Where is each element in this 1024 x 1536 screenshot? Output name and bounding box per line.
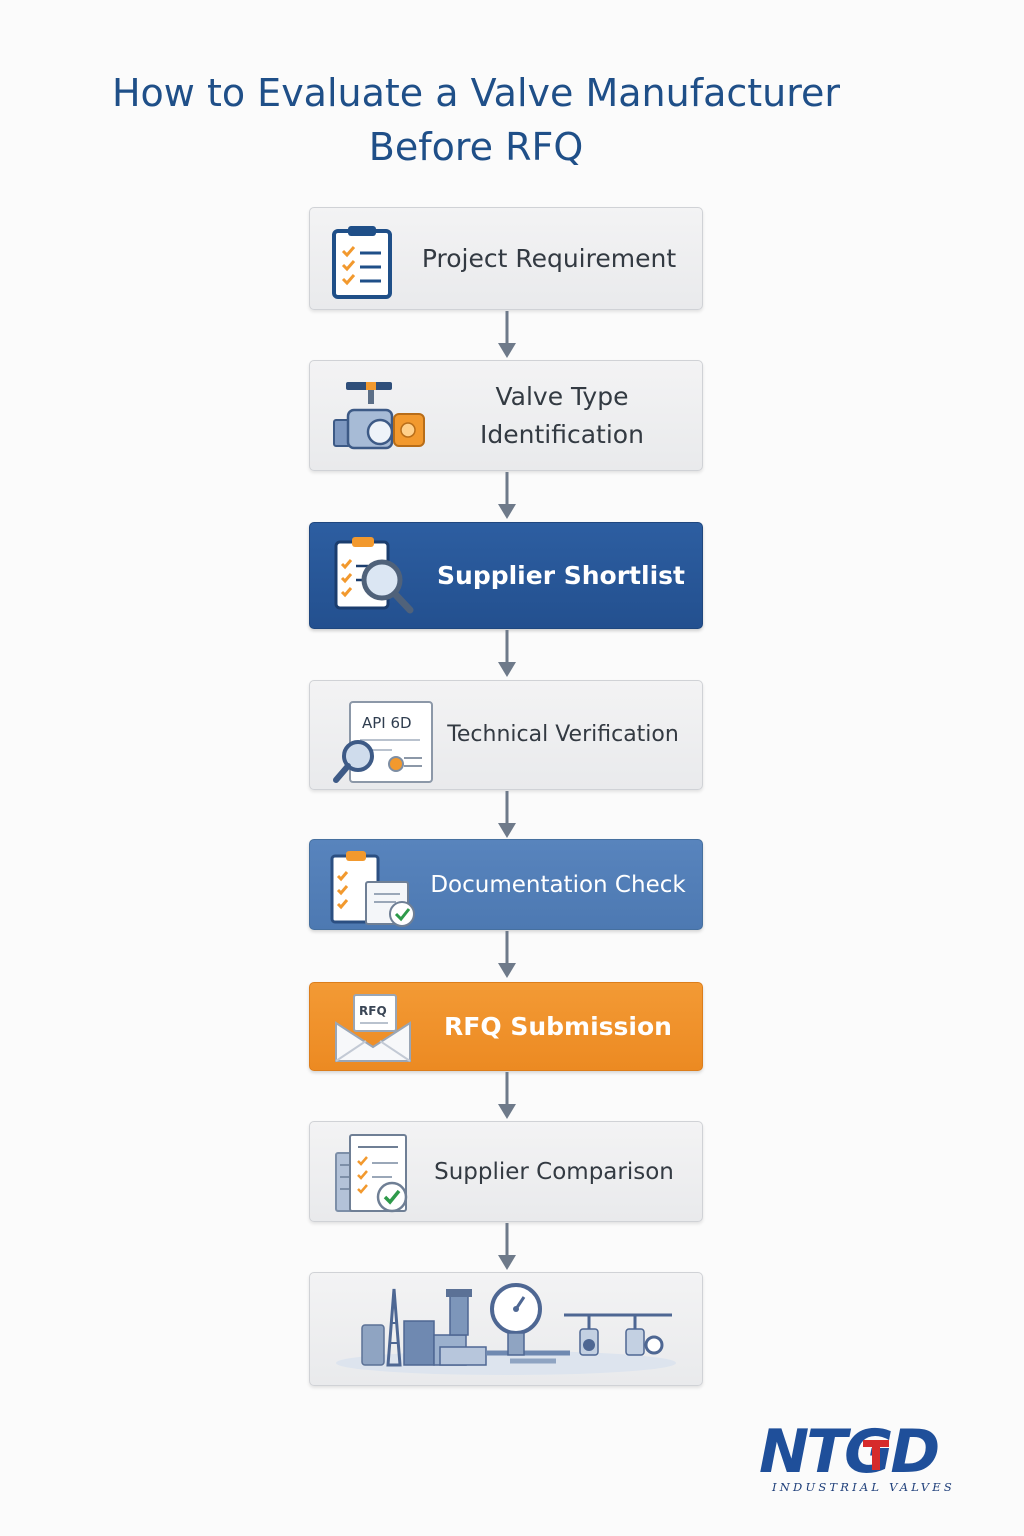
arrow-down-icon	[498, 311, 516, 358]
step-label-line-2: Identification	[480, 419, 644, 449]
step-label: Valve Type Identification	[436, 378, 702, 454]
step-label-line-1: Valve Type	[495, 381, 629, 411]
step-valve-type-identification: Valve Type Identification	[309, 360, 703, 471]
title-line-2: Before RFQ	[368, 125, 584, 169]
comparison-documents-check-icon	[335, 1133, 408, 1212]
rfq-label: RFQ	[359, 1004, 387, 1018]
step-label: Documentation Check	[430, 871, 686, 898]
api-document-magnifier-icon: API 6D	[333, 701, 433, 783]
title-line-1: How to Evaluate a Valve Manufacturer	[111, 71, 841, 115]
step-label: RFQ Submission	[444, 1011, 672, 1041]
clipboard-checklist-icon	[332, 225, 392, 299]
api-label: API 6D	[362, 714, 412, 732]
step-label: Technical Verification	[447, 722, 679, 747]
arrow-down-icon	[498, 1072, 516, 1119]
arrow-down-icon	[498, 791, 516, 838]
arrow-down-icon	[498, 472, 516, 519]
arrow-down-icon	[498, 630, 516, 677]
step-label: Project Requirement	[421, 243, 677, 273]
logo-mark-text: NTGD	[759, 1418, 938, 1480]
logo-subtitle: INDUSTRIAL VALVES	[772, 1480, 955, 1494]
step-label: Supplier Comparison	[434, 1158, 674, 1185]
arrow-down-icon	[498, 1223, 516, 1270]
step-label: Supplier Shortlist	[437, 560, 685, 590]
rfq-envelope-icon: RFQ	[335, 993, 411, 1062]
step-supplier-comparison: Supplier Comparison	[309, 1121, 703, 1222]
clipboard-magnifier-icon	[334, 536, 414, 613]
arrow-down-icon	[498, 931, 516, 978]
company-logo: NTGD INDUSTRIAL VALVES	[757, 1418, 972, 1500]
clipboard-document-check-icon	[330, 850, 415, 927]
step-project-requirement: Project Requirement	[309, 207, 703, 310]
industrial-plant-illustration	[336, 1283, 676, 1375]
step-technical-verification: API 6D Technical Verification	[309, 680, 703, 790]
valve-icon	[333, 381, 425, 449]
step-rfq-submission: RFQ RFQ Submission	[309, 982, 703, 1071]
step-industrial-plant	[309, 1272, 703, 1386]
step-supplier-shortlist: Supplier Shortlist	[309, 522, 703, 629]
ntgd-logo-icon: NTGD	[759, 1418, 941, 1480]
page-title: How to Evaluate a Valve Manufacturer Bef…	[40, 66, 912, 174]
step-documentation-check: Documentation Check	[309, 839, 703, 930]
